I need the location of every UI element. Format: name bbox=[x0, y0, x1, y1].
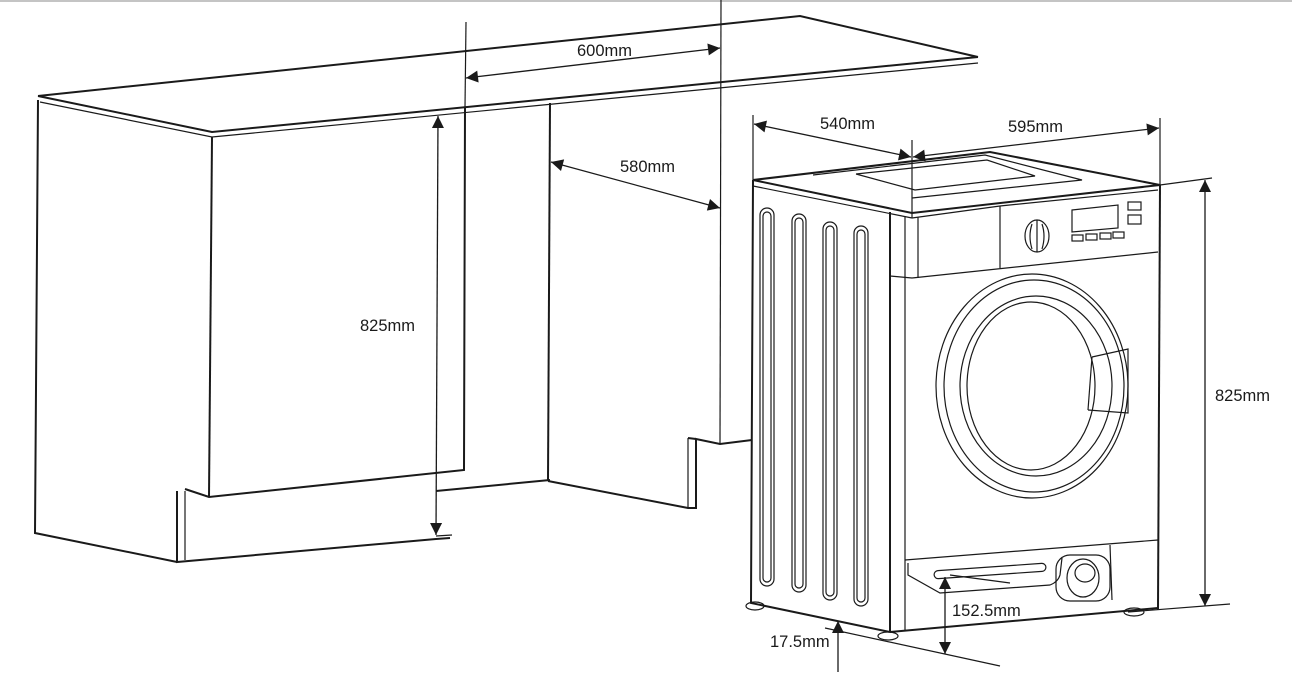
side-vent bbox=[791, 213, 807, 593]
side-vents bbox=[759, 207, 869, 607]
side-button bbox=[1127, 201, 1142, 211]
filter-knob bbox=[1074, 563, 1096, 583]
machine-top-inner-frame bbox=[812, 154, 1083, 199]
cabinet-door-left-edge bbox=[208, 136, 213, 498]
dim-152-label: 152.5mm bbox=[952, 602, 1021, 620]
side-vent bbox=[853, 225, 869, 607]
control-panel-side-bottom bbox=[889, 275, 913, 279]
opening-right-wall bbox=[719, 0, 722, 445]
side-vent-inner bbox=[825, 225, 835, 597]
machine-door bbox=[935, 273, 1129, 499]
dim-825-cabinet-label: 825mm bbox=[360, 317, 415, 335]
foot bbox=[877, 631, 899, 641]
width-extension-line bbox=[464, 21, 467, 108]
machine-dimensions: 540mm 595mm 825mm 152.5mm 17.5mm bbox=[752, 115, 1270, 672]
dim-825-machine-label: 825mm bbox=[1215, 387, 1270, 405]
panel-button bbox=[1099, 232, 1112, 240]
base-reference-line bbox=[949, 574, 1011, 584]
front-panel-bottom bbox=[904, 539, 1159, 561]
plinth-left bbox=[176, 491, 451, 564]
door-rim bbox=[959, 295, 1113, 477]
washing-machine bbox=[745, 150, 1231, 667]
filter-cap bbox=[1066, 558, 1100, 598]
foot bbox=[1123, 607, 1145, 617]
side-vent bbox=[822, 221, 838, 601]
machine-top-side-lip bbox=[752, 185, 913, 219]
door-handle-edge bbox=[1087, 356, 1093, 411]
panel-button bbox=[1112, 231, 1125, 239]
base-slot bbox=[933, 562, 1047, 580]
dim-595-label: 595mm bbox=[1008, 118, 1063, 136]
opening-floor bbox=[547, 437, 753, 509]
base-recess bbox=[907, 557, 1063, 594]
dim-595-line bbox=[912, 123, 1160, 162]
worktop-front-edge bbox=[37, 56, 979, 134]
door-outer-ring bbox=[935, 273, 1129, 499]
dim-17-label: 17.5mm bbox=[770, 633, 830, 651]
dim-600-line bbox=[465, 43, 721, 83]
opening-back-left-edge bbox=[547, 102, 551, 482]
machine-side-panel bbox=[749, 179, 891, 633]
door-glass bbox=[966, 301, 1096, 471]
side-vent-inner bbox=[762, 211, 772, 583]
door-handle bbox=[1087, 348, 1129, 414]
cabinet-left-side bbox=[33, 99, 178, 563]
side-vent-inner bbox=[794, 217, 804, 589]
plinth-right-top bbox=[687, 437, 697, 440]
cabinet-door-bottom bbox=[184, 106, 466, 499]
program-knob-grip bbox=[1029, 220, 1045, 252]
cabinet-dimensions: 600mm 580mm 825mm bbox=[360, 42, 721, 536]
machine-top-outline bbox=[752, 150, 1161, 215]
side-vent bbox=[759, 207, 775, 587]
side-vent-inner bbox=[856, 229, 866, 603]
dim-540-label: 540mm bbox=[820, 115, 875, 133]
floor-line bbox=[824, 627, 1001, 667]
filter-cover bbox=[1055, 554, 1111, 602]
panel-button bbox=[1085, 233, 1098, 241]
machine-feet bbox=[745, 601, 1145, 641]
dim-825-cabinet-line bbox=[430, 115, 444, 536]
control-panel-bottom bbox=[911, 251, 1159, 279]
machine-base bbox=[907, 544, 1113, 602]
display-window bbox=[1071, 204, 1119, 233]
kitchen-cabinet bbox=[33, 0, 979, 564]
dim-580-label: 580mm bbox=[620, 158, 675, 176]
door-outer-ring-inner bbox=[943, 279, 1125, 493]
machine-bottom-edge bbox=[889, 607, 1159, 633]
top-border bbox=[0, 0, 1292, 2]
panel-button bbox=[1071, 234, 1084, 242]
dim-540-line bbox=[753, 120, 912, 161]
foot bbox=[745, 601, 765, 611]
plinth-back-line bbox=[435, 479, 551, 492]
dim-580-line bbox=[550, 159, 721, 211]
worktop-top-edge bbox=[37, 14, 979, 97]
floor-line-right bbox=[1127, 603, 1231, 613]
machine-top-lid bbox=[855, 159, 1036, 191]
machine-front-right-edge bbox=[1157, 184, 1161, 611]
dim-825-ext-top bbox=[1159, 177, 1213, 186]
side-button bbox=[1127, 214, 1142, 225]
height-base-tick bbox=[435, 534, 453, 537]
control-panel bbox=[889, 189, 1159, 279]
dim-600-label: 600mm bbox=[577, 42, 632, 60]
base-right-edge bbox=[1109, 544, 1113, 601]
